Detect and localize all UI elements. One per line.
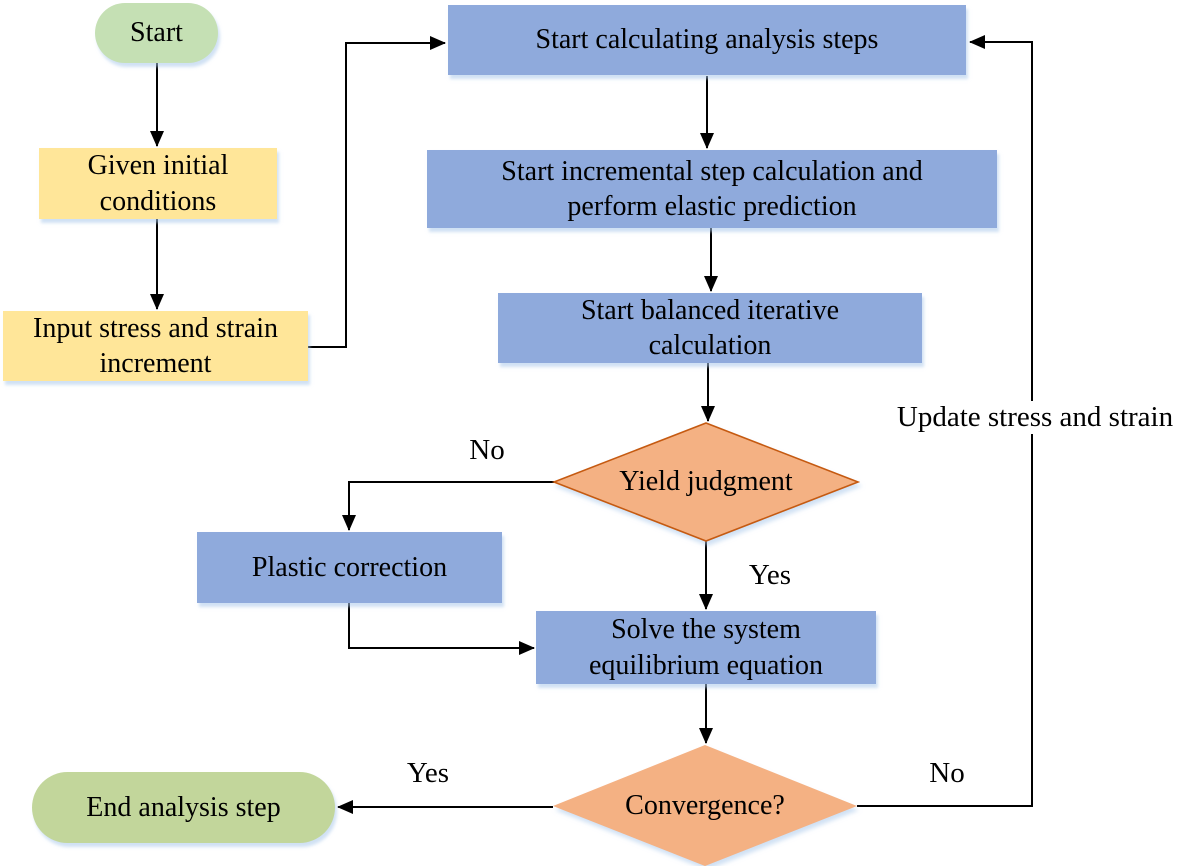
calc-analysis-steps-node: Start calculating analysis steps (448, 5, 966, 75)
start-node-label: Start (130, 17, 183, 49)
end-analysis-step-label: End analysis step (86, 791, 281, 823)
input-stress-strain-label-line2: increment (99, 348, 212, 379)
plastic-correction-node: Plastic correction (197, 532, 502, 603)
plastic-correction-label: Plastic correction (251, 551, 448, 583)
edge-input-to-calc-loop-arrow (308, 36, 446, 348)
incremental-step-label-line2: perform elastic prediction (567, 191, 857, 222)
edge-yield-no-to-plastic-arrow (342, 481, 554, 531)
convergence-label: Convergence? (625, 790, 785, 822)
start-node: Start (95, 3, 218, 63)
given-initial-conditions-node: Given initial conditions (39, 148, 277, 219)
yield-judgment-label: Yield judgment (619, 466, 793, 498)
yield-judgment-diamond (551, 422, 861, 542)
balanced-iterative-label-line2: calculation (648, 330, 772, 361)
solve-equilibrium-node: Solve the system equilibrium equation (536, 611, 876, 684)
convergence-diamond (553, 745, 857, 866)
incremental-step-node: Start incremental step calculation and p… (427, 150, 997, 228)
balanced-iterative-node: Start balanced iterative calculation (498, 293, 922, 363)
calc-analysis-steps-label: Start calculating analysis steps (535, 24, 879, 56)
convergence-no-label: No (929, 757, 965, 789)
solve-equilibrium-label-line1: Solve the system (611, 614, 801, 646)
end-analysis-step-node: End analysis step (32, 772, 335, 843)
given-initial-conditions-label-line2: conditions (99, 185, 217, 217)
convergence-yes-label: Yes (406, 757, 450, 789)
solve-equilibrium-label-line2: equilibrium equation (588, 649, 824, 681)
balanced-iterative-label-line1: Start balanced iterative (580, 294, 840, 326)
yield-yes-label: Yes (748, 559, 792, 591)
input-stress-strain-label-line1: Input stress and strain (33, 312, 278, 344)
input-stress-strain-node: Input stress and strain increment (3, 311, 308, 381)
edge-plastic-to-solve-arrow (348, 603, 535, 655)
incremental-step-label-line1: Start incremental step calculation and (501, 155, 923, 187)
yield-no-label: No (469, 434, 505, 466)
update-stress-strain-label: Update stress and strain (884, 401, 1182, 434)
given-initial-conditions-label-line1: Given initial (87, 150, 229, 182)
